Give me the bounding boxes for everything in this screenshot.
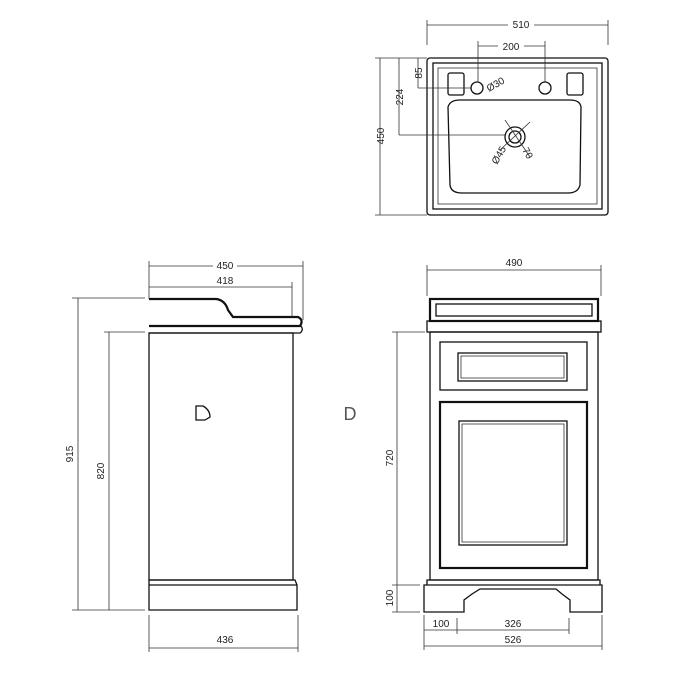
dim-depth: 450 [376, 127, 387, 144]
dim-drain-hole: Ø45 [490, 144, 509, 166]
dim-plinth-height: 100 [385, 589, 396, 606]
dim-front-body-height: 720 [385, 449, 396, 466]
overflow-right [566, 72, 584, 96]
dim-tap-spacing: 200 [503, 42, 520, 53]
basin-inner-rim [437, 67, 598, 205]
dim-drain-size: 70 [519, 146, 534, 162]
handle-icon [195, 405, 211, 421]
dim-body-height: 820 [96, 462, 107, 479]
drain-inner [508, 130, 522, 144]
cabinet-body [429, 331, 599, 581]
dim-front-width: 490 [506, 258, 523, 269]
basin-outline [426, 57, 609, 216]
dim-drain-offset: 224 [395, 88, 406, 105]
drain-outer [504, 126, 526, 148]
top-view: 510 200 450 224 85 Ø30 Ø45 70 [375, 18, 609, 216]
dim-plinth-cutout: 326 [505, 619, 522, 630]
bowl [447, 99, 582, 194]
dim-overall-depth: 450 [217, 261, 234, 272]
door [438, 400, 589, 570]
tap-hole-left [470, 81, 484, 95]
dim-plinth-side: 100 [433, 619, 450, 630]
dim-width: 510 [513, 20, 530, 31]
side-view: 450 418 915 820 436 D [65, 260, 357, 652]
dim-top-depth: 418 [217, 276, 234, 287]
dim-tap-hole: Ø30 [485, 75, 507, 94]
dim-plinth-width: 526 [505, 635, 522, 646]
dim-tap-offset: 85 [414, 67, 425, 79]
side-body [148, 332, 294, 581]
tap-hole-right [538, 81, 552, 95]
basin-front [428, 297, 600, 323]
dim-plinth-depth: 436 [217, 635, 234, 646]
dim-overall-height: 915 [65, 445, 76, 462]
basin-rim [432, 62, 603, 210]
front-view: 490 720 100 100 326 526 [385, 258, 603, 650]
handle-label: D [344, 404, 357, 424]
drawer [439, 341, 588, 391]
overflow-left [447, 72, 465, 96]
